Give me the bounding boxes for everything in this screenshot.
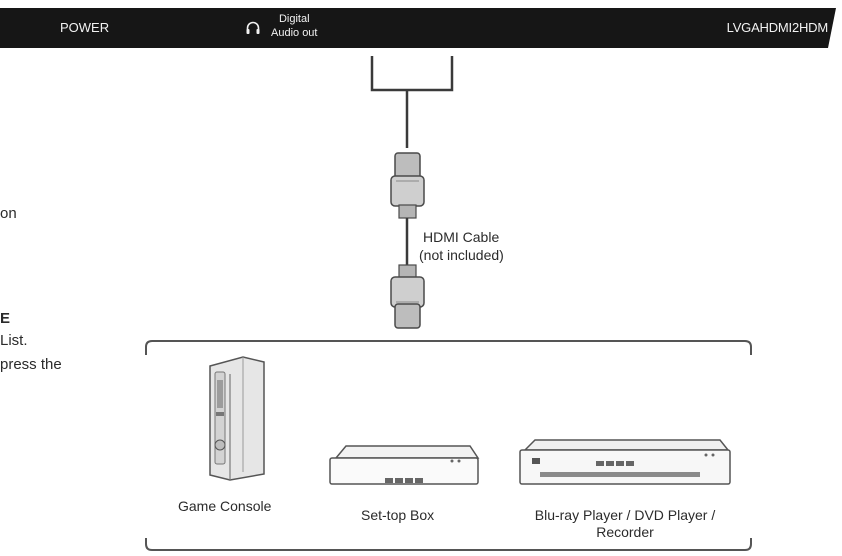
audio-label-line1: Digital — [278, 13, 310, 25]
audio-label-line2: Audio out — [271, 27, 318, 39]
port-bracket — [370, 56, 454, 92]
digital-audio-out-label: Digital Audio out — [271, 12, 317, 40]
bluray-player-label: Blu-ray Player / DVD Player / Recorder — [514, 507, 736, 541]
hdmi-cable-label: HDMI Cable — [423, 229, 500, 245]
side-text-line-1: on — [0, 205, 17, 222]
power-port-label: POWER — [60, 20, 110, 35]
bluray-label-line1: Blu-ray Player / DVD Player / — [534, 507, 716, 523]
hdmi-connector-top-icon — [390, 152, 425, 219]
game-console-icon — [209, 356, 265, 481]
game-console-label: Game Console — [178, 498, 272, 514]
device-group-bottom-bracket — [145, 538, 752, 551]
device-group-top-bracket — [145, 340, 752, 355]
set-top-box-label: Set-top Box — [361, 507, 435, 523]
set-top-box-icon — [329, 445, 480, 485]
side-text-line-3: List. — [0, 332, 28, 349]
headphone-icon — [245, 20, 261, 41]
side-text-line-2: E — [0, 310, 11, 327]
tv-rear-panel: POWER Digital Audio out LVGAHDMI2HDM — [0, 8, 836, 48]
hdmi-connector-bottom-icon — [390, 264, 425, 329]
bluray-player-icon — [519, 439, 731, 485]
hdmi-cable-note: (not included) — [419, 247, 504, 263]
side-text-line-4: press the — [0, 356, 62, 373]
bluray-label-line2: Recorder — [596, 524, 654, 540]
hdmi-ports-label: LVGAHDMI2HDM — [726, 20, 829, 35]
